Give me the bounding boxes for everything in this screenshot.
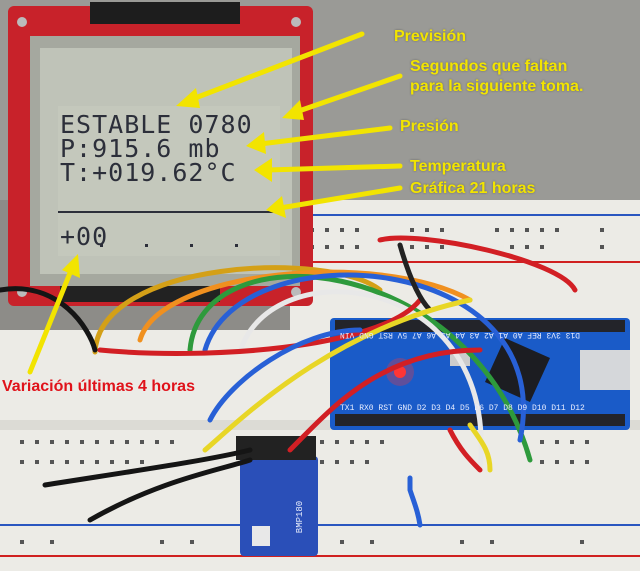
annotation-prevision: Previsión (394, 28, 467, 45)
jumper-wires (0, 235, 578, 528)
bmp180-sensor (236, 436, 318, 556)
annotation-temperatura: Temperatura (410, 158, 506, 175)
arduino-header-bottom-label: TX1 RX0 RST GND D2 D3 D4 D5 D6 D7 D8 D9 … (340, 404, 585, 413)
annotation-grafica: Gráfica 21 horas (410, 180, 536, 197)
annotation-arrows (27, 31, 403, 375)
annotation-segundos-line2: para la siguiente toma. (410, 78, 584, 95)
lcd-line-temperature: T:+019.62°C (60, 158, 237, 187)
annotation-segundos-line1: Segundos que faltan (410, 58, 568, 75)
lcd-line-pressure: P:915.6 mb (60, 134, 221, 163)
bmp180-label: BMP180 (295, 500, 306, 534)
arduino-header-top-label: D13 3V3 REF A0 A1 A2 A3 A4 A5 A6 A7 5V R… (340, 330, 581, 339)
annotation-presion: Presión (400, 118, 459, 135)
lcd-line-forecast: ESTABLE 0780 (60, 110, 253, 139)
annotation-variacion: Variación últimas 4 horas (2, 378, 195, 395)
lcd-line-variation: +00 (60, 222, 109, 251)
